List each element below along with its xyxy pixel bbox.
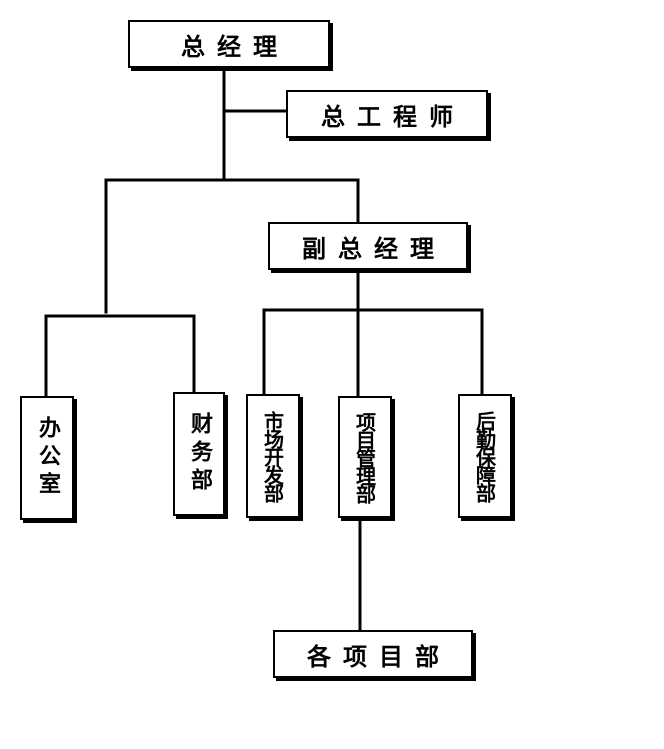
office-label: 办公室 — [35, 416, 60, 500]
box-general-manager: 总经理 — [128, 20, 330, 68]
finance-department-label: 财务部 — [187, 412, 212, 496]
box-project-departments: 各项目部 — [273, 630, 473, 678]
box-deputy-general-manager: 副总经理 — [268, 222, 468, 270]
project-departments-label: 各项目部 — [307, 642, 451, 671]
logistics-department-label: 后勤保障部 — [472, 411, 497, 501]
deputy-general-manager-label: 副总经理 — [302, 234, 446, 263]
box-market-development-department: 市场开发部 — [246, 394, 300, 518]
market-development-department-label: 市场开发部 — [260, 411, 285, 501]
general-manager-label: 总经理 — [181, 32, 289, 61]
box-project-management-department: 项目管理部 — [338, 396, 392, 518]
project-management-department-label: 项目管理部 — [352, 412, 377, 502]
chief-engineer-label: 总工程师 — [321, 102, 465, 131]
box-chief-engineer: 总工程师 — [286, 90, 488, 138]
box-finance-department: 财务部 — [173, 392, 225, 516]
box-logistics-department: 后勤保障部 — [458, 394, 512, 518]
box-office: 办公室 — [20, 396, 74, 520]
